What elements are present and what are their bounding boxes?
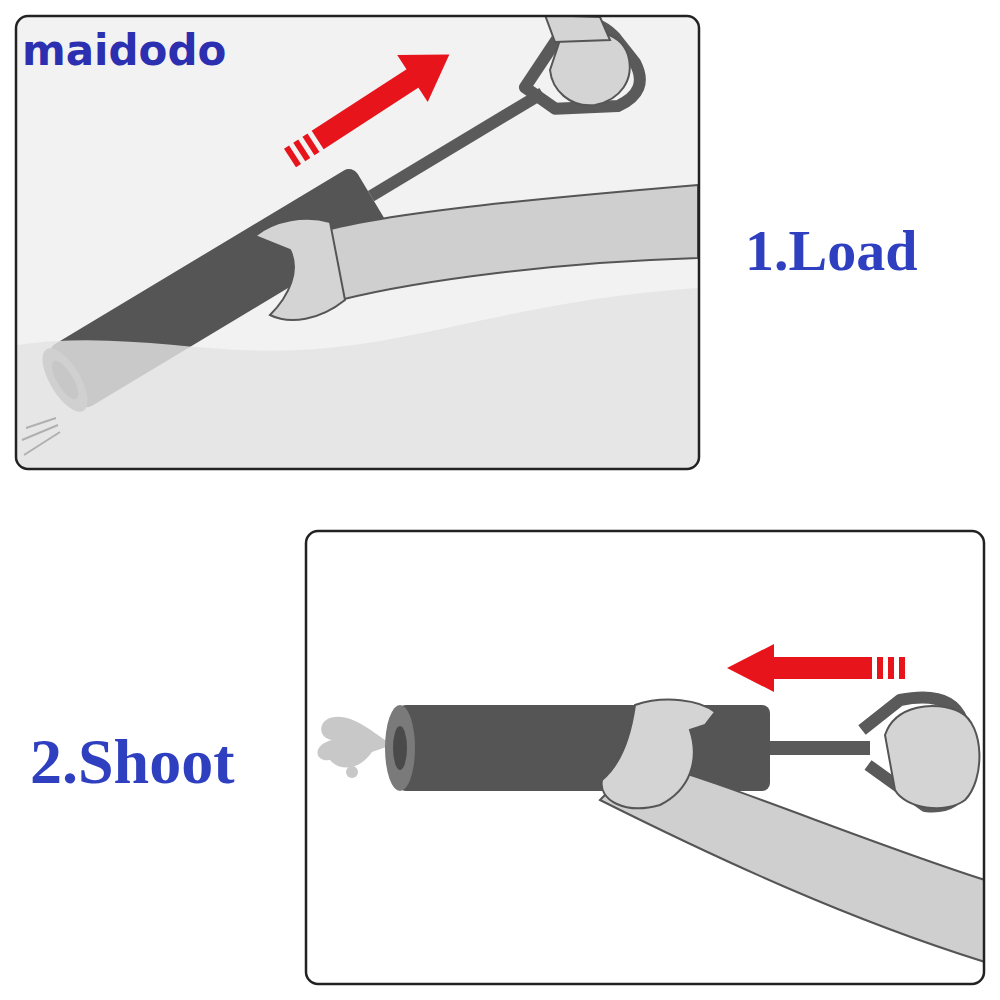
push-arrow xyxy=(727,644,905,692)
shoot-panel xyxy=(306,531,984,984)
step-label: 1.Load xyxy=(745,222,917,280)
load-panel-art xyxy=(17,17,698,468)
pull-arrow xyxy=(275,31,465,181)
load-panel xyxy=(16,16,699,469)
watermark: maidodo xyxy=(22,30,226,72)
shoot-panel-art xyxy=(307,532,983,983)
step-label: 2.Shoot xyxy=(30,730,235,794)
